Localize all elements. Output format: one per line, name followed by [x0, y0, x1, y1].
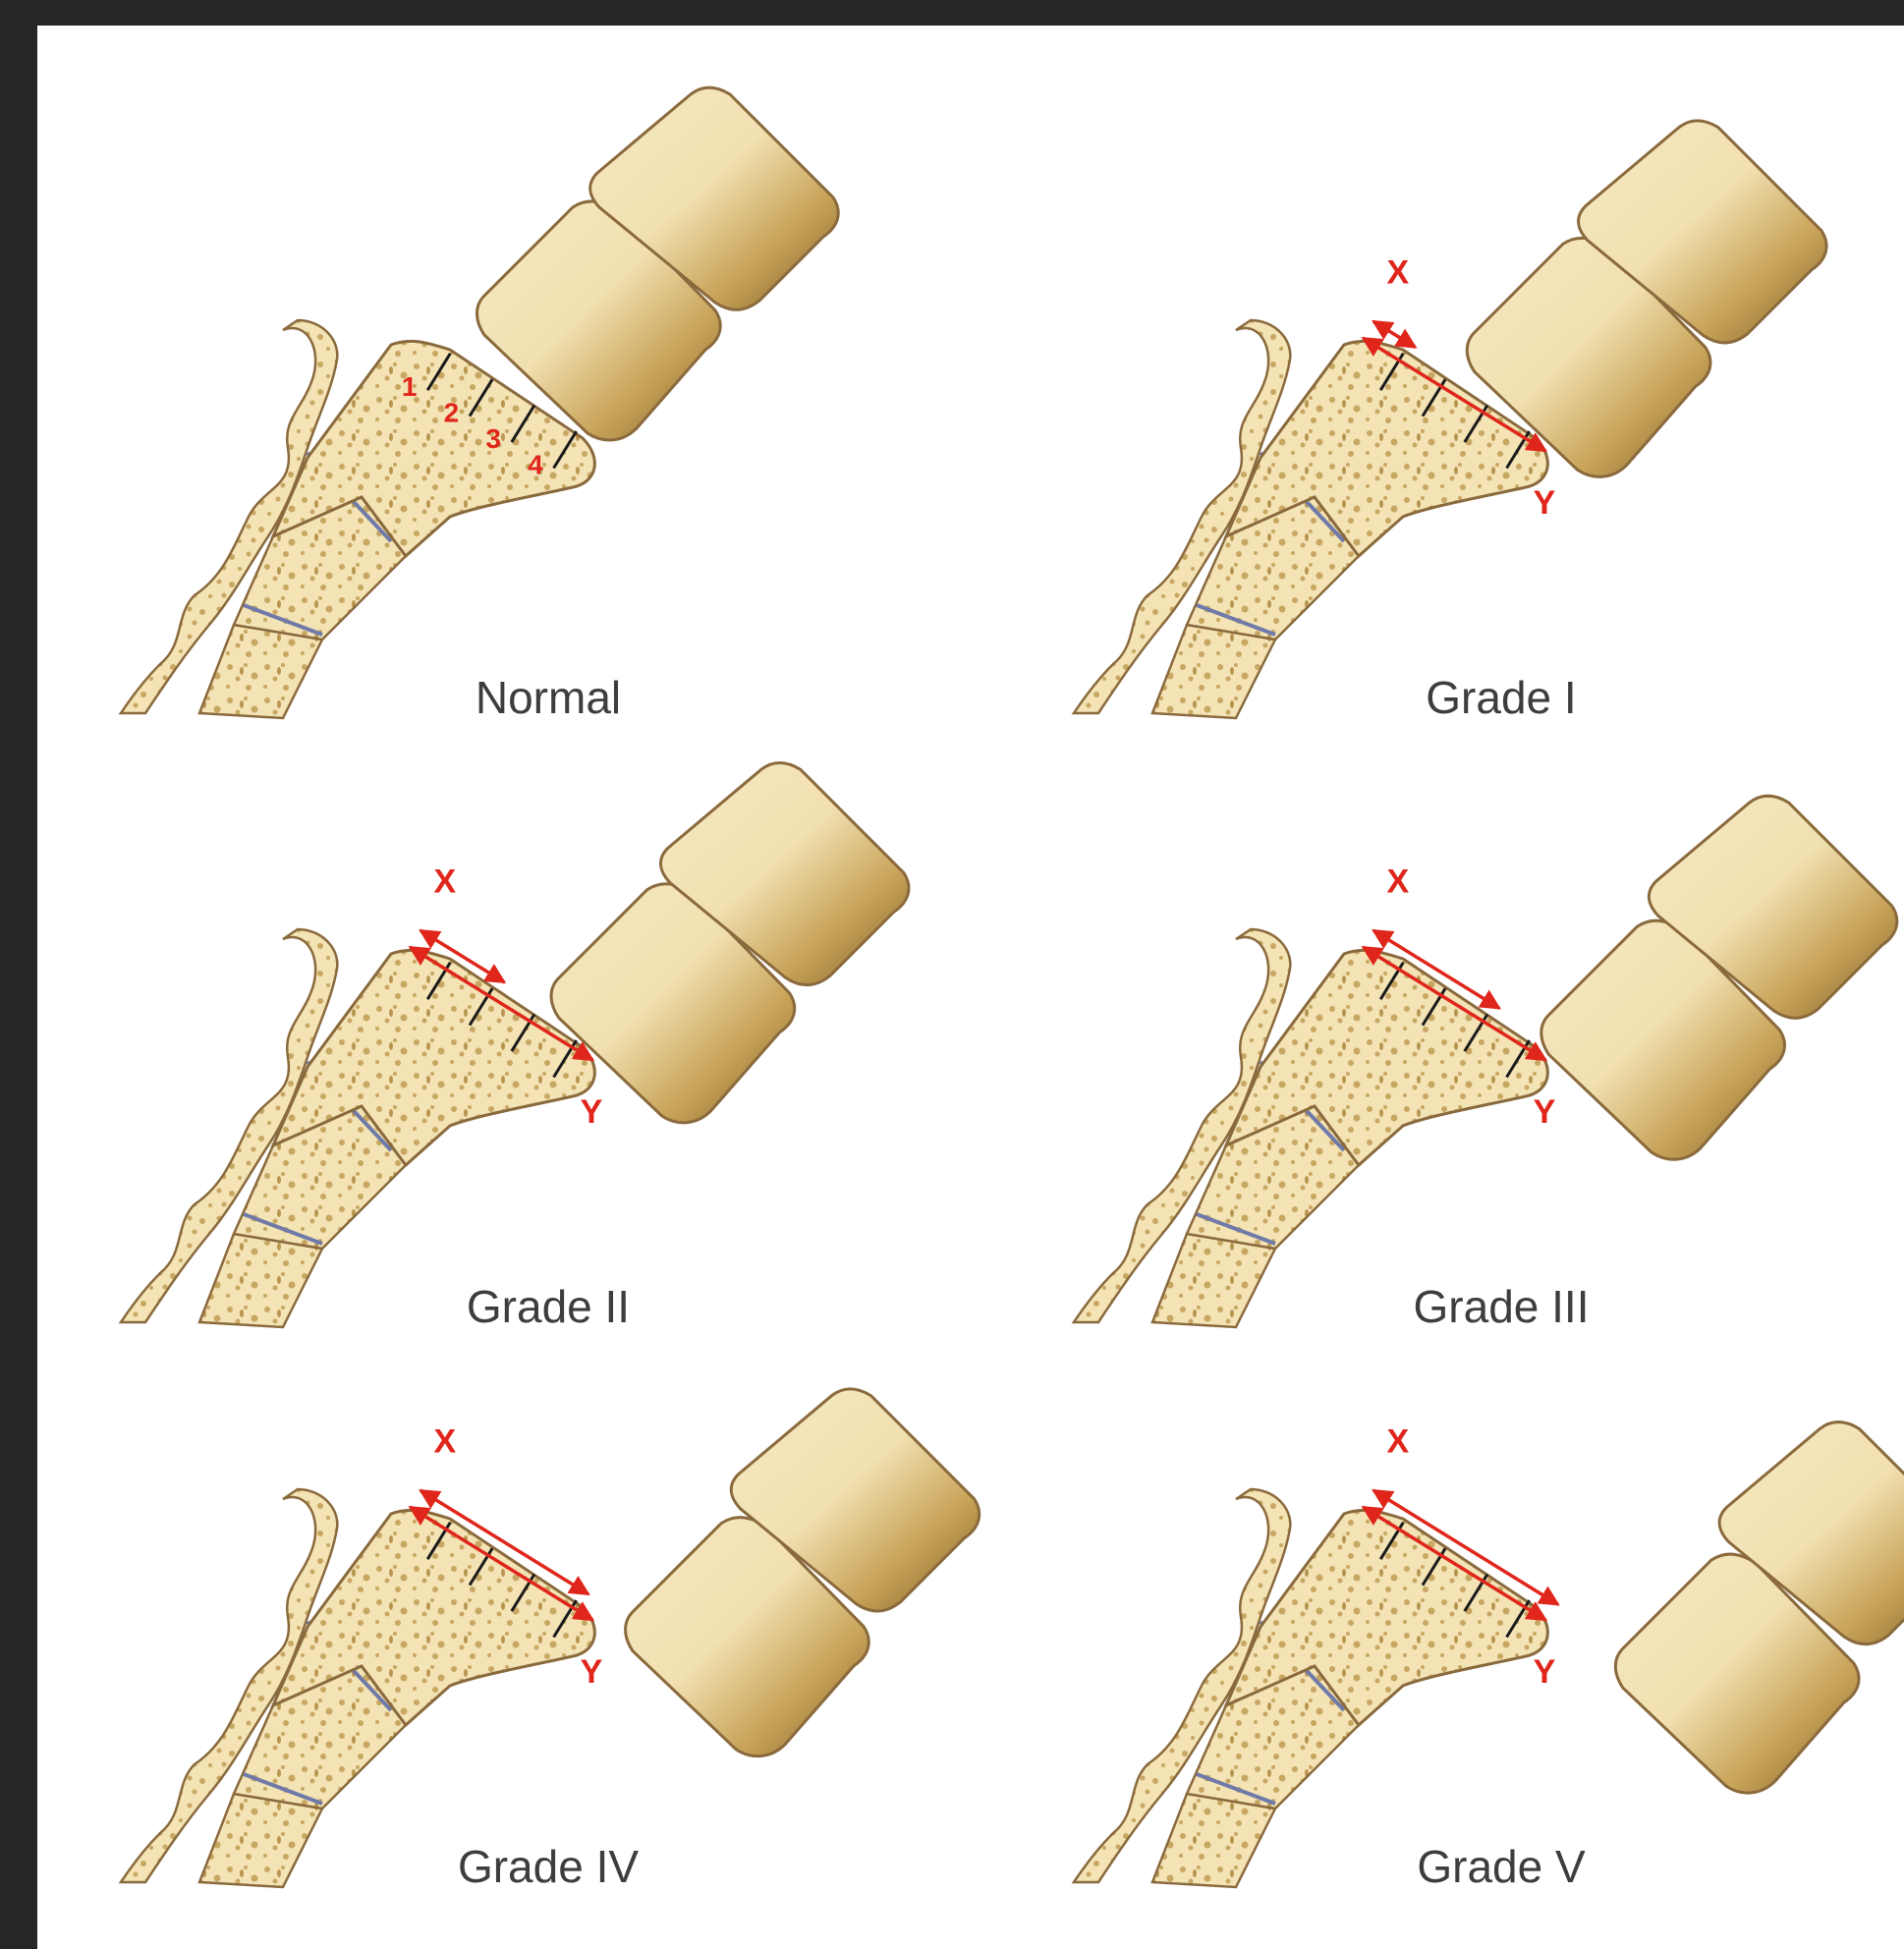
quartile-number: 4 [528, 449, 543, 479]
sacrum-segment-s3 [199, 625, 322, 718]
panel-label: Normal [476, 672, 621, 723]
panel-grade-v: X Y Grade V [1074, 1422, 1904, 1892]
sacrum-segment-s3 [199, 1794, 322, 1887]
panel-grade-i: X Y Grade I [1074, 121, 1826, 723]
measurement-x-label: X [1386, 253, 1409, 291]
panel-label: Grade III [1414, 1281, 1590, 1332]
measurement-x-label: X [1386, 1422, 1409, 1460]
quartile-number: 3 [485, 423, 501, 454]
measurement-y-label: Y [1534, 484, 1556, 522]
measurement-y-label: Y [581, 1653, 603, 1691]
panel-label: Grade V [1417, 1841, 1586, 1892]
measurement-x-label: X [433, 1422, 456, 1460]
panel-grade-ii: X Y Grade II [121, 763, 909, 1332]
sacrum-segment-s3 [1152, 1234, 1275, 1327]
measurement-x-label: X [1386, 863, 1409, 900]
panel-grade-iv: X Y Grade IV [121, 1389, 980, 1892]
sacrum-segment-s3 [1152, 625, 1275, 718]
measurement-y-label: Y [1534, 1093, 1556, 1131]
panel-label: Grade II [467, 1281, 630, 1332]
sacrum-segment-s3 [1152, 1794, 1275, 1887]
measurement-y-label: Y [1534, 1653, 1556, 1691]
measurement-x-label: X [433, 863, 456, 900]
quartile-number: 1 [402, 371, 418, 402]
sacrum-segment-s3 [199, 1234, 322, 1327]
measurement-y-label: Y [581, 1093, 603, 1131]
panel-label: Grade IV [458, 1841, 639, 1892]
panel-label: Grade I [1426, 672, 1576, 723]
panel-grade-iii: X Y Grade III [1074, 796, 1897, 1332]
quartile-number: 2 [444, 397, 460, 427]
